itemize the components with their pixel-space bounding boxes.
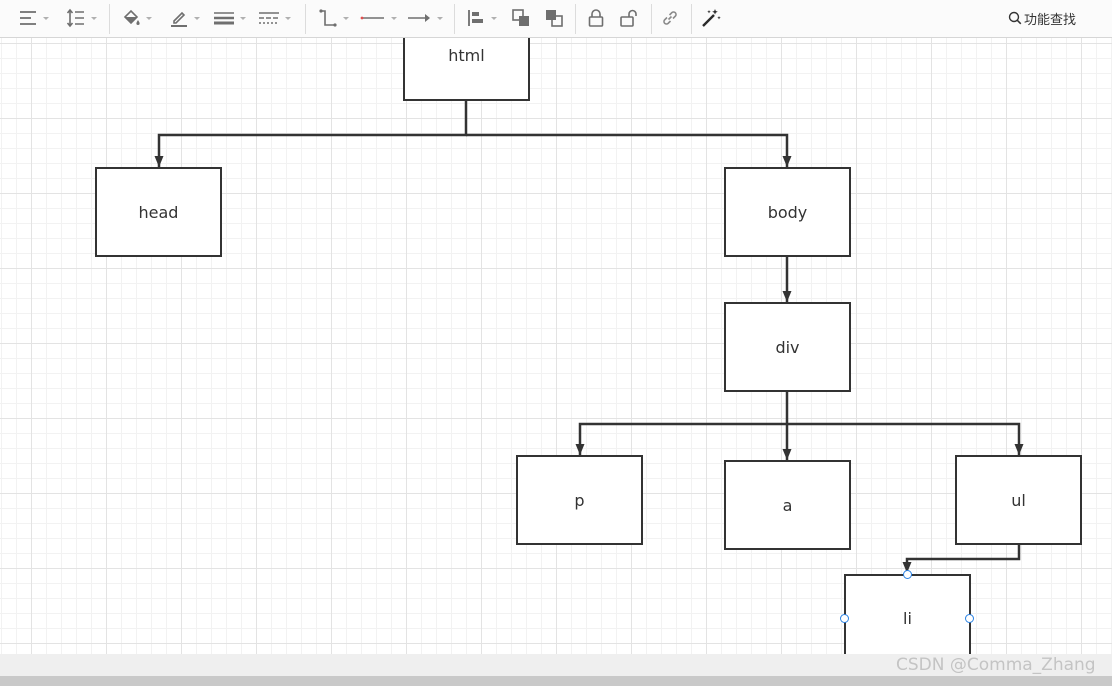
- connector-style-icon: [319, 9, 337, 27]
- line-width-icon: [214, 12, 234, 25]
- line-end-icon: [408, 14, 430, 22]
- bring-to-front-icon: [512, 9, 529, 26]
- align-shapes-icon: [468, 10, 483, 26]
- edge-html-head[interactable]: [154, 101, 468, 167]
- node-p-label: p: [574, 490, 585, 510]
- toolbar: 功能查找: [0, 0, 1112, 38]
- node-body[interactable]: body: [724, 167, 851, 257]
- link-button[interactable]: [660, 5, 680, 31]
- fill-color-icon: [123, 9, 140, 25]
- node-html-label: html: [448, 46, 485, 65]
- resize-handle-right[interactable]: [965, 614, 974, 623]
- node-body-label: body: [767, 202, 808, 222]
- align-text-icon: [20, 11, 36, 25]
- node-div-label: div: [775, 337, 800, 357]
- node-a[interactable]: a: [724, 460, 851, 550]
- send-to-back-icon: [546, 10, 563, 27]
- edge-div-p[interactable]: [575, 391, 789, 455]
- link-icon: [663, 11, 677, 25]
- lock-icon: [588, 9, 604, 27]
- node-ul-label: ul: [1011, 490, 1026, 510]
- horizontal-scrollbar[interactable]: [0, 654, 1112, 676]
- node-div[interactable]: div: [724, 302, 851, 392]
- diagram-canvas[interactable]: html head body div p a ul li: [0, 38, 1112, 654]
- line-width-button[interactable]: [213, 5, 246, 31]
- watermark: CSDN @Comma_Zhang: [896, 655, 1096, 675]
- unlock-button[interactable]: [619, 5, 639, 31]
- node-a-label: a: [782, 495, 793, 515]
- edge-ul-li[interactable]: [902, 544, 1021, 573]
- line-dash-button[interactable]: [258, 5, 291, 31]
- node-li[interactable]: li: [844, 574, 971, 654]
- feature-search-label: 功能查找: [1024, 12, 1077, 28]
- node-ul[interactable]: ul: [955, 455, 1082, 545]
- align-shapes-button[interactable]: [466, 5, 497, 31]
- node-p[interactable]: p: [516, 455, 643, 545]
- bring-to-front-button[interactable]: [511, 5, 531, 31]
- connectors: [154, 101, 1024, 573]
- bottom-bar: [0, 676, 1112, 686]
- resize-handle-top[interactable]: [903, 570, 912, 579]
- send-to-back-button[interactable]: [544, 5, 564, 31]
- node-head-label: head: [138, 202, 179, 222]
- line-color-icon: [171, 11, 187, 27]
- line-spacing-icon: [66, 8, 84, 28]
- align-text-button[interactable]: [18, 5, 49, 31]
- node-li-label: li: [903, 608, 912, 628]
- node-html[interactable]: html: [403, 38, 530, 101]
- fill-color-button[interactable]: [121, 5, 152, 31]
- line-dash-icon: [259, 12, 279, 24]
- unlock-icon: [620, 9, 637, 27]
- magic-wand-button[interactable]: [701, 5, 721, 31]
- search-icon: [1008, 11, 1022, 25]
- line-spacing-button[interactable]: [66, 5, 97, 31]
- line-color-button[interactable]: [169, 5, 200, 31]
- lock-button[interactable]: [587, 5, 605, 31]
- edge-div-ul[interactable]: [787, 422, 1024, 455]
- line-start-button[interactable]: [360, 5, 397, 31]
- edge-html-body[interactable]: [466, 133, 792, 167]
- line-end-button[interactable]: [406, 5, 443, 31]
- connector-style-button[interactable]: [318, 5, 349, 31]
- node-head[interactable]: head: [95, 167, 222, 257]
- feature-search-button[interactable]: 功能查找: [1008, 7, 1076, 29]
- line-start-icon: [360, 16, 384, 20]
- resize-handle-left[interactable]: [840, 614, 849, 623]
- magic-wand-icon: [702, 9, 721, 27]
